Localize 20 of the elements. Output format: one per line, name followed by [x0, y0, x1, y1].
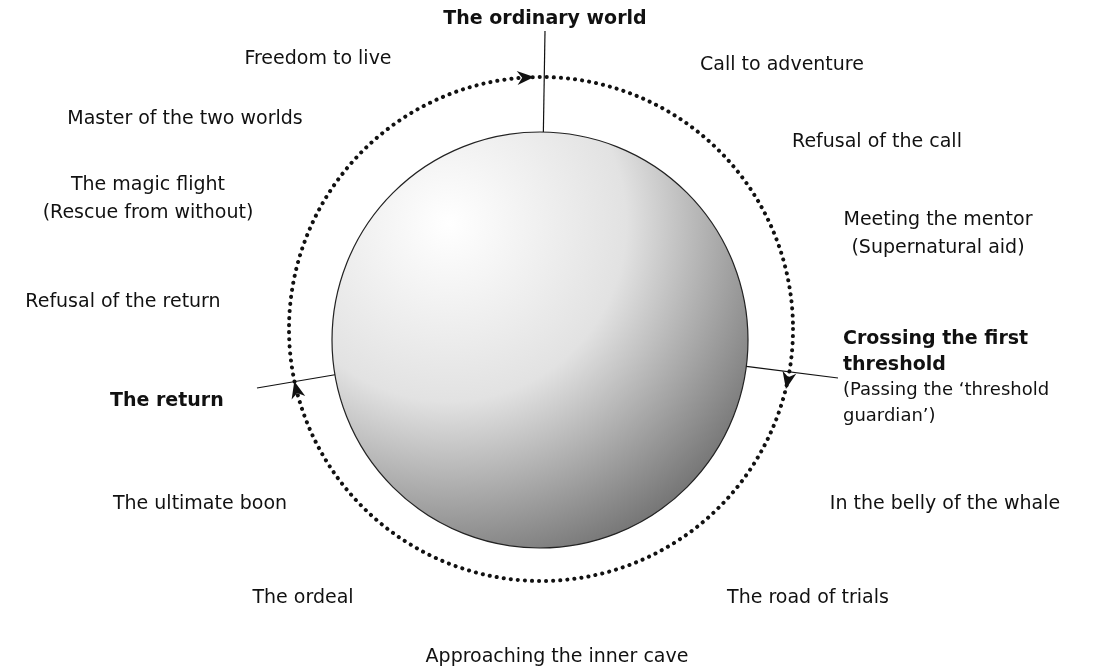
- stage-label: Refusal of the return: [24, 288, 222, 313]
- stage-label: The magic flight (Rescue from without): [41, 171, 255, 224]
- stage-label: The ordeal: [251, 584, 355, 609]
- stage-heading: Crossing the first threshold: [843, 325, 1030, 376]
- leader-line: [745, 365, 839, 379]
- leader-line: [256, 374, 336, 389]
- stage-heading: The return: [110, 387, 225, 412]
- leader-line: [542, 30, 546, 133]
- stage-label: The road of trials: [726, 584, 890, 609]
- stage-label: Freedom to live: [243, 45, 393, 70]
- stage-label: Approaching the inner cave: [424, 643, 690, 666]
- sphere: [331, 131, 749, 549]
- stage-label: The ultimate boon: [111, 490, 289, 515]
- stage-label: In the belly of the whale: [828, 490, 1062, 515]
- stage-label: Master of the two worlds: [66, 105, 304, 130]
- stage-label: Meeting the mentor (Supernatural aid): [842, 206, 1034, 259]
- stage-label: Refusal of the call: [791, 128, 963, 153]
- stage-label: Call to adventure: [699, 51, 865, 76]
- stage-heading: The ordinary world: [442, 5, 648, 30]
- stage-note: (Passing the ‘threshold guardian’): [843, 377, 1051, 427]
